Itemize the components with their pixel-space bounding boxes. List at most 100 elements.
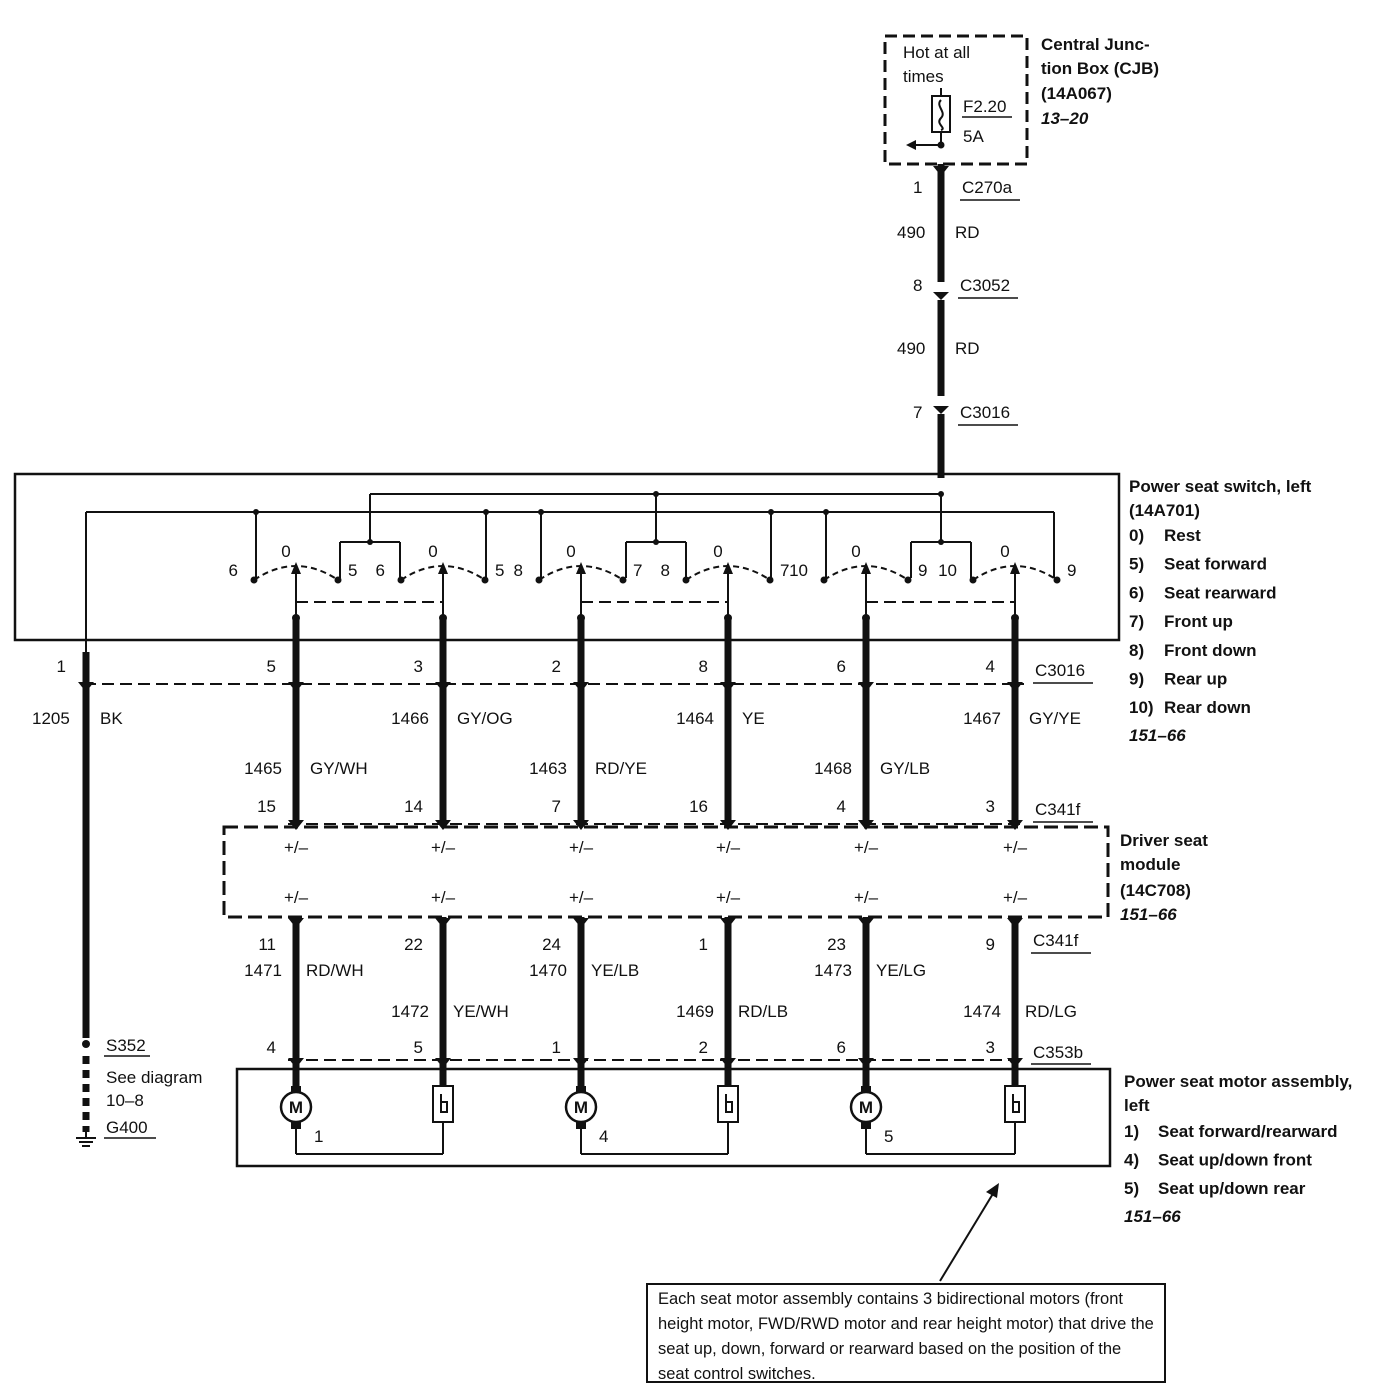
lower-wire-motor-pin: 3 [986, 1038, 995, 1057]
feed-conn-top: C270a [962, 178, 1013, 197]
motor-icon: M5 [849, 1086, 1015, 1155]
switch-contact [682, 562, 774, 622]
motor-title-2: left [1124, 1096, 1150, 1115]
module-polarity-top: +/– [854, 838, 879, 857]
module-box [222, 825, 1110, 919]
switch-contact [535, 562, 627, 622]
upper-wire-circuit: 1467 [963, 709, 1001, 728]
module-title-2: module [1120, 855, 1180, 874]
feed-circuit-1: 490 [897, 223, 925, 242]
switch-pos-label: 0 [713, 542, 722, 561]
motor-assembly-box [235, 1067, 1112, 1168]
lower-wire-pin: 1 [699, 935, 708, 954]
motor-ref: 151–66 [1124, 1207, 1181, 1226]
motor-symbol: M [574, 1098, 588, 1117]
feed-color-1: RD [955, 223, 980, 242]
upper-wire-pin: 16 [689, 797, 708, 816]
hall-sensor-icon [1004, 1085, 1026, 1154]
module-title-1: Driver seat [1120, 831, 1208, 850]
switch-legend-num: 6) [1129, 583, 1144, 602]
switch-pos-label: 0 [281, 542, 290, 561]
switch-contact [969, 562, 1061, 622]
switch-legend-num: 8) [1129, 641, 1144, 660]
cjb-hot-label-2: times [903, 67, 944, 86]
switch-pos-label: 5 [348, 561, 357, 580]
switch-pos-label: 7 [633, 561, 642, 580]
motor-icon: M4 [564, 1086, 728, 1155]
ground-see-1: See diagram [106, 1068, 202, 1087]
motor-legend-text: Seat up/down rear [1158, 1179, 1306, 1198]
cjb-ref: 13–20 [1041, 109, 1089, 128]
switch-legend-text: Front down [1164, 641, 1257, 660]
module-polarity-bottom: +/– [431, 888, 456, 907]
cjb-hot-label-1: Hot at all [903, 43, 970, 62]
upper-wire-color: GY/LB [880, 759, 930, 778]
switch-pos-label: 8 [661, 561, 670, 580]
upper-wire-color: GY/YE [1029, 709, 1081, 728]
lower-wire-circuit: 1473 [814, 961, 852, 980]
lower-wire-circuit: 1469 [676, 1002, 714, 1021]
module-polarity-bottom: +/– [1003, 888, 1028, 907]
module-polarity-top: +/– [431, 838, 456, 857]
cjb-box [883, 34, 1029, 166]
motor-symbol: M [289, 1098, 303, 1117]
switch-pos-label: 0 [1000, 542, 1009, 561]
lower-wire-color: YE/LG [876, 961, 926, 980]
switch-pin-label: 5 [267, 657, 276, 676]
upper-wire-pin: 3 [986, 797, 995, 816]
upper-wire-circuit: 1465 [244, 759, 282, 778]
switch-pos-label: 7 [780, 561, 789, 580]
switch-pin-label: 6 [837, 657, 846, 676]
switch-pos-label: 9 [918, 561, 927, 580]
switch-legend-text: Seat rearward [1164, 583, 1276, 602]
switch-contact [250, 562, 342, 622]
module-part-no: (14C708) [1120, 881, 1191, 900]
arrow-left-icon [906, 140, 941, 150]
switch-legend-num: 5) [1129, 555, 1144, 574]
switch-pin-label: 3 [414, 657, 423, 676]
motor-number: 1 [314, 1127, 323, 1146]
motor-conn: C353b [1033, 1043, 1083, 1062]
motor-number: 5 [884, 1127, 893, 1146]
upper-wire-pin: 15 [257, 797, 276, 816]
feed-circuit-2: 490 [897, 339, 925, 358]
motor-number: 4 [599, 1127, 608, 1146]
ground-icon [76, 1132, 96, 1147]
upper-wire-pin: 4 [837, 797, 846, 816]
switch-contact [820, 562, 912, 622]
module-polarity-bottom: +/– [284, 888, 309, 907]
switch-ref: 151–66 [1129, 726, 1186, 745]
lower-wire-circuit: 1470 [529, 961, 567, 980]
upper-wire-circuit: 1463 [529, 759, 567, 778]
switch-pos-label: 10 [789, 561, 808, 580]
note-box: Each seat motor assembly contains 3 bidi… [646, 1283, 1166, 1383]
upper-wire: 1467 GY/YE 3 [963, 620, 1081, 830]
lower-wire-motor-pin: 1 [552, 1038, 561, 1057]
switch-pin-label: 4 [986, 657, 995, 676]
motor-legend-num: 4) [1124, 1151, 1139, 1170]
switch-conn: C3016 [1035, 661, 1085, 680]
lower-wire-circuit: 1471 [244, 961, 282, 980]
switch-pos-label: 0 [851, 542, 860, 561]
feed-color-2: RD [955, 339, 980, 358]
switch-pos-label: 5 [495, 561, 504, 580]
ground-wire [78, 652, 94, 1132]
feed-conn-mid: C3052 [960, 276, 1010, 295]
switch-pos-label: 6 [376, 561, 385, 580]
feed-pin-top: 1 [913, 178, 922, 197]
motor-symbol: M [859, 1098, 873, 1117]
upper-wire-circuit: 1468 [814, 759, 852, 778]
module-polarity-bottom: +/– [854, 888, 879, 907]
